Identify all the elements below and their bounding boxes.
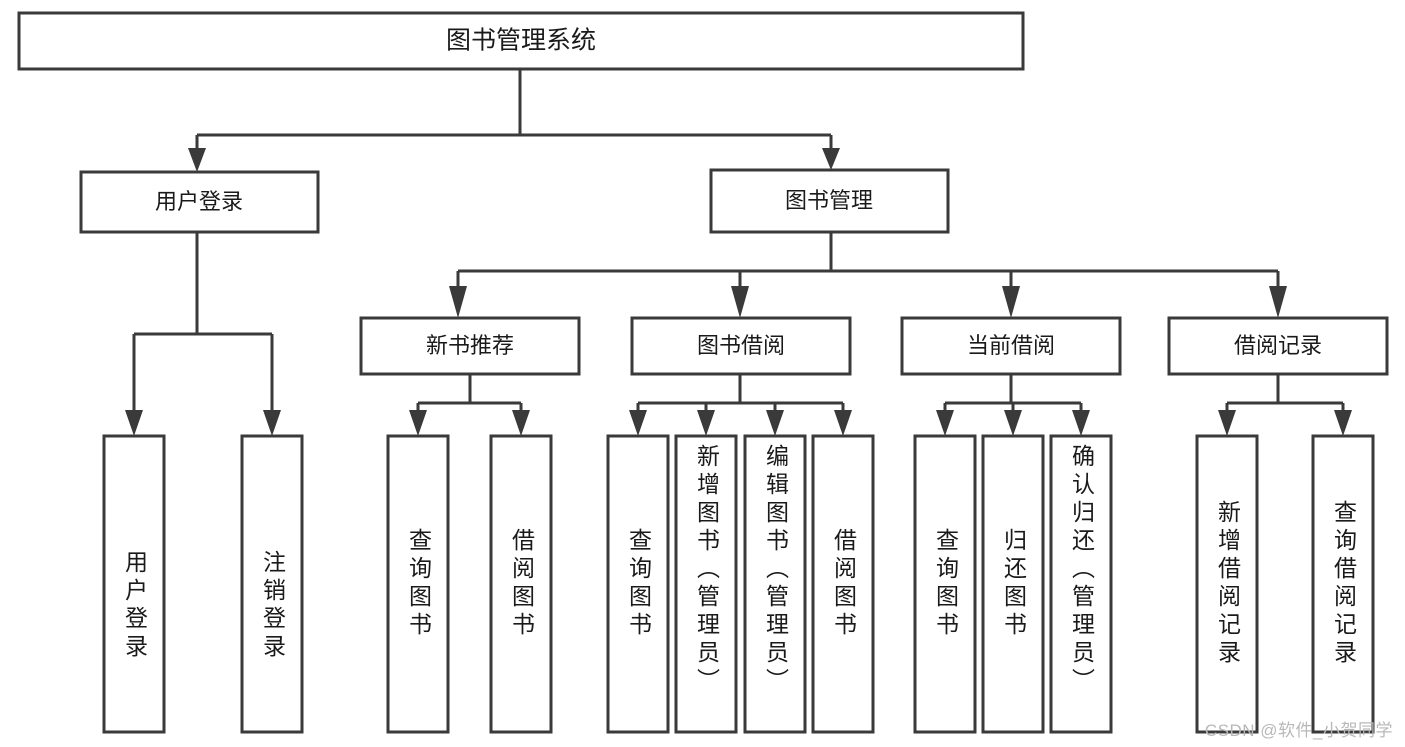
arrow-root-to-book-manage (822, 148, 840, 170)
leaf-label-wrap-add-book: 新增图书（管理员） (676, 436, 736, 732)
leaf-label-return-book: 归还图书 (1000, 528, 1027, 640)
arrow-bm-to-record (1269, 286, 1287, 318)
arrow-cb-leaf1 (936, 410, 954, 436)
leaf-label-borrow-book-2: 借阅图书 (830, 528, 857, 640)
node-box-current-borrow[interactable] (900, 316, 1122, 376)
node-box-leaf-borrow-book-1[interactable] (489, 434, 553, 734)
node-box-leaf-logout[interactable] (240, 434, 304, 734)
arrow-bb-leaf2 (697, 410, 715, 436)
leaf-label-wrap-query-record: 查询借阅记录 (1313, 436, 1373, 732)
node-box-leaf-edit-book[interactable] (743, 434, 807, 734)
leaf-label-wrap-logout: 注销登录 (242, 436, 302, 732)
leaf-label-query-book-1: 查询图书 (405, 528, 432, 640)
leaf-label-wrap-return-book: 归还图书 (983, 436, 1043, 732)
node-box-leaf-return-book[interactable] (981, 434, 1045, 734)
leaf-label-query-record: 查询借阅记录 (1330, 500, 1357, 668)
leaf-label-query-book-3: 查询图书 (932, 528, 959, 640)
node-box-leaf-add-book[interactable] (674, 434, 738, 734)
arrow-ul-leaf2 (263, 410, 281, 436)
node-box-leaf-query-record[interactable] (1311, 434, 1375, 734)
arrow-bb-leaf4 (834, 410, 852, 436)
arrow-br-leaf2 (1334, 410, 1352, 436)
arrow-bb-leaf3 (766, 410, 784, 436)
node-label-borrow-record: 借阅记录 (1234, 333, 1322, 358)
leaf-label-wrap-edit-book: 编辑图书（管理员） (745, 436, 805, 732)
leaf-label-wrap-borrow-book-1: 借阅图书 (491, 436, 551, 732)
arrow-br-leaf1 (1218, 410, 1236, 436)
labels-layer: 图书管理系统 用户登录 图书管理 新书推荐 图书借阅 当前借阅 借阅记录 (155, 27, 1322, 358)
node-box-book-borrow[interactable] (630, 316, 852, 376)
arrow-nb-leaf1 (409, 410, 427, 436)
node-box-leaf-borrow-book-2[interactable] (811, 434, 875, 734)
node-label-book-borrow: 图书借阅 (697, 333, 785, 358)
arrow-bm-to-borrow (731, 286, 749, 318)
node-label-new-book-rec: 新书推荐 (426, 333, 514, 358)
node-box-root[interactable] (17, 11, 1025, 71)
leaf-label-wrap-query-book-2: 查询图书 (608, 436, 668, 732)
leaf-label-wrap-borrow-book-2: 借阅图书 (813, 436, 873, 732)
arrow-nb-leaf2 (512, 410, 530, 436)
leaf-label-user-login: 用户登录 (121, 550, 148, 662)
leaf-label-wrap-add-record: 新增借阅记录 (1197, 436, 1257, 732)
node-box-leaf-query-book-2[interactable] (606, 434, 670, 734)
node-box-leaf-add-record[interactable] (1195, 434, 1259, 734)
leaf-label-wrap-query-book-1: 查询图书 (388, 436, 448, 732)
node-box-book-manage[interactable] (709, 168, 950, 234)
arrow-ul-leaf1 (125, 410, 143, 436)
leaf-label-add-book: 新增图书（管理员） (693, 444, 720, 696)
leaf-label-logout: 注销登录 (259, 550, 286, 662)
node-box-leaf-confirm-return[interactable] (1049, 434, 1113, 734)
leaf-label-wrap-query-book-3: 查询图书 (915, 436, 975, 732)
node-box-leaf-user-login[interactable] (102, 434, 166, 734)
arrow-bb-leaf1 (629, 410, 647, 436)
edges-layer (125, 69, 1352, 436)
node-box-leaf-query-book-3[interactable] (913, 434, 977, 734)
leaf-label-query-book-2: 查询图书 (625, 528, 652, 640)
node-box-new-book-rec[interactable] (359, 316, 581, 376)
leaf-label-edit-book: 编辑图书（管理员） (762, 444, 789, 696)
node-box-user-login[interactable] (79, 170, 320, 234)
leaf-label-wrap-confirm-return: 确认归还（管理员） (1051, 436, 1111, 732)
leaf-label-add-record: 新增借阅记录 (1214, 500, 1241, 668)
leaf-label-borrow-book-1: 借阅图书 (508, 528, 535, 640)
node-label-user-login: 用户登录 (155, 189, 243, 214)
leaf-label-wrap-user-login: 用户登录 (104, 436, 164, 732)
node-label-current-borrow: 当前借阅 (967, 333, 1055, 358)
node-box-borrow-record[interactable] (1167, 316, 1389, 376)
arrow-root-to-user-login (188, 148, 206, 172)
node-label-book-manage: 图书管理 (785, 188, 873, 213)
arrow-bm-to-newbook (449, 286, 467, 318)
leaf-label-confirm-return: 确认归还（管理员） (1068, 444, 1095, 696)
node-box-leaf-query-book-1[interactable] (386, 434, 450, 734)
arrow-bm-to-current (1002, 286, 1020, 318)
arrow-cb-leaf3 (1072, 410, 1090, 436)
nodes-layer (17, 11, 1389, 734)
arrow-cb-leaf2 (1004, 410, 1022, 436)
node-label-root: 图书管理系统 (446, 27, 596, 55)
